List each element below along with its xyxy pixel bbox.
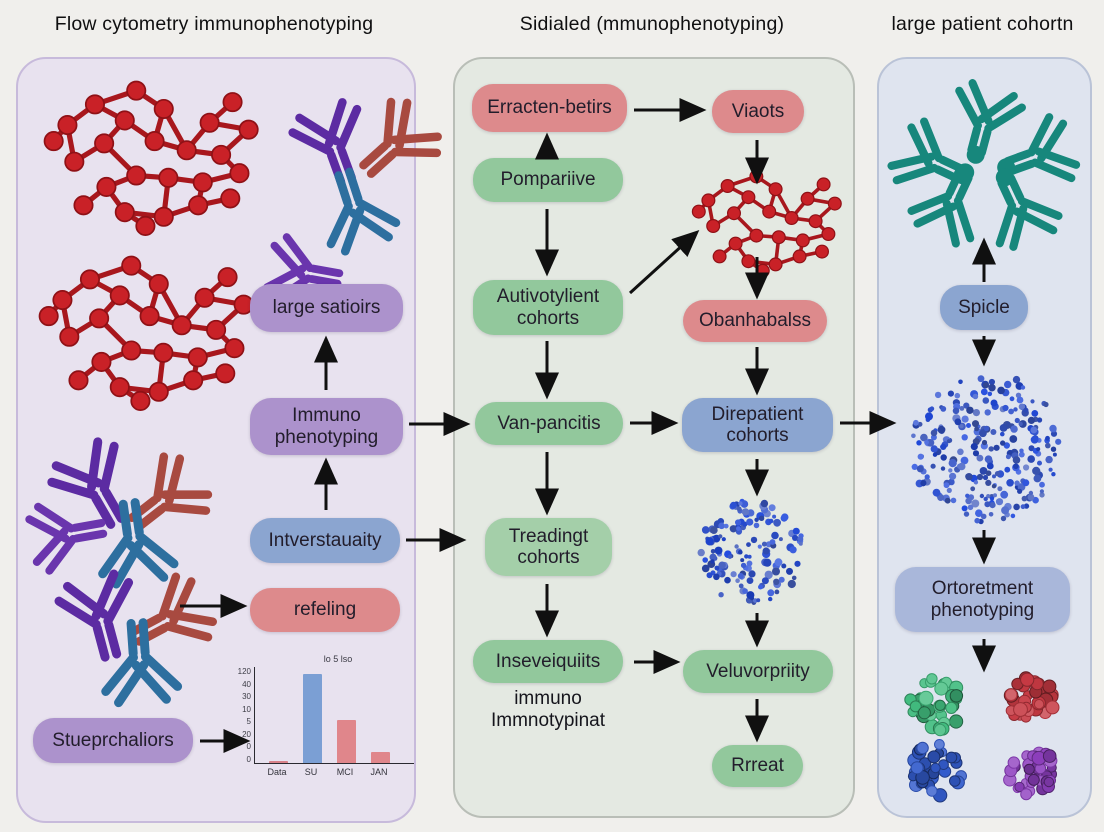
node-erracten-betirs: Erracten-betirs xyxy=(472,84,627,132)
node-van-pancitis: Van-pancitis xyxy=(475,402,623,445)
node-viaots: Viaots xyxy=(712,90,804,133)
caption-immuno-immnotypinat: immuno Immnotypinat xyxy=(490,688,606,731)
node-stueprchaliors: Stueprchaliors xyxy=(33,718,193,763)
chart-title: lo 5 lso xyxy=(323,654,353,664)
node-ortoretment-phenotyping: Ortoretment phenotyping xyxy=(895,567,1070,632)
node-large-satioirs: large satioirs xyxy=(250,284,403,332)
title-large-patient-cohort: large patient cohortn xyxy=(891,13,1074,35)
panel-large-patient-cohort xyxy=(877,57,1092,818)
node-autivotylient-cohorts: Autivotylient cohorts xyxy=(473,280,623,335)
title-sidialed: Sidialed (mmunophenotyping) xyxy=(519,13,785,35)
node-rrreat: Rrreat xyxy=(712,745,803,787)
node-inseverquiits: Inseveiquiits xyxy=(473,640,623,683)
node-pompariive: Pompariive xyxy=(473,158,623,202)
node-refeling: refeling xyxy=(250,588,400,632)
title-flow-cytometry: Flow cytometry immunophenotyping xyxy=(54,13,374,35)
node-spicle: Spicle xyxy=(940,285,1028,330)
node-treadingt-cohorts: Treadingt cohorts xyxy=(485,518,612,576)
node-immuno-phenotyping: Immuno phenotyping xyxy=(250,398,403,455)
node-intverstauaity: Intverstauaity xyxy=(250,518,400,563)
node-veluvorpriity: Veluvorpriity xyxy=(683,650,833,693)
node-direpatient-cohorts: Direpatient cohorts xyxy=(682,398,833,452)
chart-plot-area xyxy=(254,667,414,764)
node-obanhabalss: Obanhabalss xyxy=(683,300,827,342)
chart-bars xyxy=(255,667,414,763)
